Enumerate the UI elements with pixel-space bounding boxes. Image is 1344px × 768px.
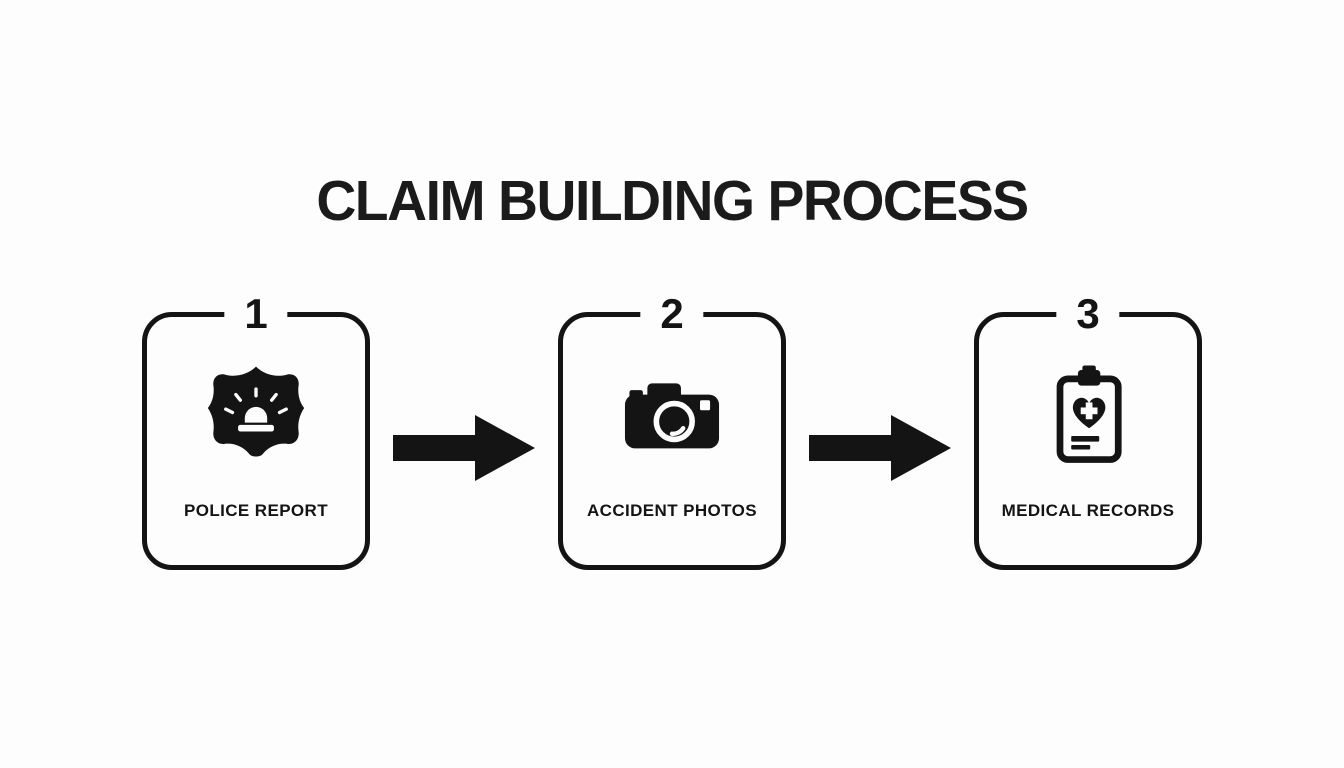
step-police-report: 1 POLICE xyxy=(142,290,370,570)
right-arrow-icon xyxy=(809,409,951,487)
step-medical-records: 3 MEDICAL RECORDS xyxy=(974,290,1202,570)
page-title: CLAIM BUILDING PROCESS xyxy=(316,169,1029,233)
process-row: 1 POLICE xyxy=(0,290,1344,570)
step-label: MEDICAL RECORDS xyxy=(1001,501,1175,520)
camera-icon xyxy=(616,361,728,473)
medical-records-clipboard-icon xyxy=(1032,361,1144,473)
step-number: 3 xyxy=(1056,290,1120,338)
step-label: ACCIDENT PHOTOS xyxy=(586,501,758,520)
claim-process-infographic: CLAIM BUILDING PROCESS 1 xyxy=(0,168,1344,768)
step-accident-photos: 2 ACCIDENT PHOTOS xyxy=(558,290,786,570)
step-label: POLICE REPORT xyxy=(183,501,329,520)
step-number: 1 xyxy=(224,290,288,338)
right-arrow-icon xyxy=(393,409,535,487)
step-number: 2 xyxy=(640,290,704,338)
police-badge-siren-icon xyxy=(200,361,312,473)
